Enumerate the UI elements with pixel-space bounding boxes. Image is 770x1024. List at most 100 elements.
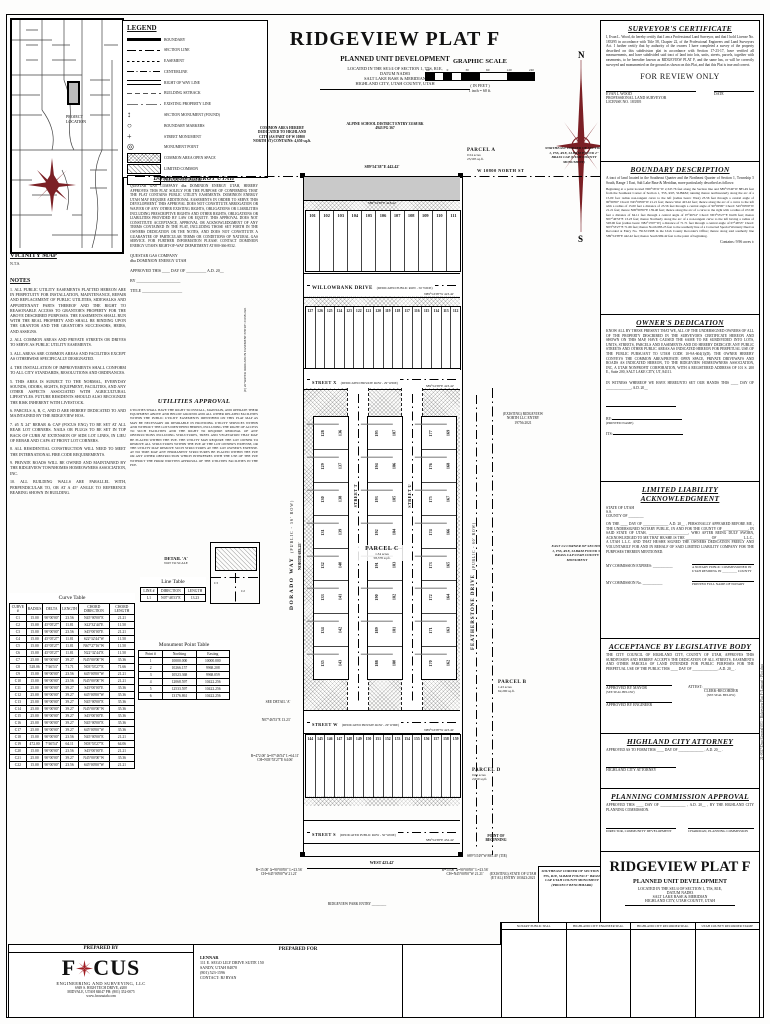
project-location-label: PROJECT [66,114,83,119]
vicinity-map-title: VICINITY MAP [10,252,57,259]
curve-callout-west-1: N07°46'53"E 13.23' [261,718,291,722]
curve-callout-sw: R=15.00' Δ=90°00'00" L=23.56' CH=S45°00'… [255,868,303,877]
sheet-loc-1: LOCATED IN THE SE1/4 OF SECTION 1, T5S, … [637,887,723,891]
boundary-description-intro: A tract of land located in the Southeast… [606,176,754,185]
owners-dedication-title: OWNER'S DEDICATION [636,318,724,327]
legend-item-label: RIGHT OF WAY LINE [164,80,200,85]
willowbank-drive: WILLOWBANK DRIVE (DEDICATED PUBLIC ROW -… [304,273,460,298]
dominion-energy-section: DOMINION ENERGY UTAH QUESTAR GAS COMPANY… [130,176,258,293]
seal-box-label: HIGHLAND CITY RECORDER SEAL [631,923,695,930]
legend-symbol-icon [127,153,161,164]
attest-label: ATTEST: ________________ [688,685,734,690]
surveyor-signature-line [606,91,696,93]
sheet-subtitle: PLANNED UNIT DEVELOPMENT [633,879,727,885]
utilities-body: UTILITIES SHALL HAVE THE RIGHT TO INSTAL… [130,408,258,467]
street-w-dim: N89°54'38"W 423.42' [424,728,454,732]
detail-a-c2-label: C2 [241,589,245,593]
lot-cell: 105 [362,211,377,271]
note-item: 9. PRIVATE ROADS WILL BE OWNED AND MAINT… [10,460,126,476]
owner-signature-line [606,406,676,408]
lot-cell: 154 [403,735,413,797]
svg-text:LOCATION: LOCATION [66,119,86,124]
utilities-approval-section: UTILITIES APPROVAL UTILITIES SHALL HAVE … [130,398,258,467]
lot-number: 180 [391,659,397,667]
lot-number: 140 [337,561,343,568]
state-of-utah-line: STATE OF UTAH [606,506,635,510]
commission-expires-line: MY COMMISSION EXPIRES: ___________ [606,564,673,569]
focus-line-4: www.focusutah.com [86,994,116,998]
legend-symbol-icon [127,38,161,41]
legend-symbol-icon [127,92,161,94]
lot-number: 104 [351,213,359,218]
note-item: 7. #5 X 24" REBAR & CAP (FOCUS ENG) TO B… [10,422,126,443]
dim-south-boundary: WEST 423.42' [369,860,395,865]
scale-note-ratio: 1 inch = 60 ft. [468,88,492,93]
tie-dimension: S89°53'49"W 885.49' (TIE) [467,854,507,858]
drawing-filename: 21-0027\Dwg\General\003 - Ridgeview Plat… [760,663,764,760]
lot-cell: 127 [306,307,316,369]
common-area-note: COMMON AREA HEREBY DEDICATED TO HIGHLAND… [253,126,311,144]
notary-signature-line [692,564,754,566]
legend-item: PRIVATE OWNERSHIP [127,174,263,185]
bottom-dim-line [307,868,457,869]
willowbank-dim: N89°54'38"W 423.42' [424,292,454,296]
legend-symbol-icon [127,49,161,51]
note-item: 5. THIS AREA IS SUBJECT TO THE NORMAL, E… [10,378,126,405]
lot-cell: 158 [442,735,452,797]
lot-number: 182 [391,594,397,601]
legend-item: RIGHT OF WAY LINE [127,78,263,87]
sheet-title: RIDGEVIEW PLAT F [609,859,751,875]
county-line: COUNTY OF ________ [606,514,644,518]
boundary-monument-se [458,852,463,857]
utilities-title: UTILITIES APPROVAL [157,398,231,405]
legend-symbol-icon [127,60,161,62]
street-s-dim: S89°54'38"E 452.42' [425,838,454,842]
plat-drawing: ALPINE SCHOOL DISTRICT ENTRY 33168 BK 49… [135,120,655,950]
street-s-sub: (DEDICATED PUBLIC ROW - 56' WIDE) [340,833,396,837]
alpine-school-note: ALPINE SCHOOL DISTRICT ENTRY 33168 BK 49… [346,122,424,131]
lot-number: 152 [384,737,391,741]
legend-item-label: BUILDING SETBACK [164,91,201,96]
surveyor-name: EVAN L WOOD [606,92,632,97]
lot-cell: 103 [334,211,349,271]
boundary-monument-ne [458,173,463,178]
lot-cell: 106 [376,211,391,271]
legend-items: BOUNDARY SECTION LINE EASEMENT CENTERLIN… [127,35,263,185]
legend-swatch [127,100,161,109]
lot-number: 156 [423,737,430,741]
chairman-label: CHAIRMAN, PLANNING COMMISSION [688,829,748,834]
lot-cell: 117 [403,307,413,369]
planning-commission-body: APPROVED THIS ____ DAY OF ______________… [606,803,754,812]
lot-number: 187 [391,429,397,437]
lot-cell: 115 [422,307,432,369]
legend-swatch: + [127,132,161,141]
legend-item: ○ BOUNDARY MARKERS [127,121,263,130]
lot-number: 153 [394,737,401,741]
lot-cell: 148 [345,735,355,797]
legend-item: EXISTING PROPERTY LINE [127,100,263,109]
seal-box-label: UTAH COUNTY RECORDER STAMP [695,923,759,930]
common-strip-2 [304,296,460,306]
legend-symbol-icon [127,174,161,185]
lot-number: 139 [337,528,343,535]
